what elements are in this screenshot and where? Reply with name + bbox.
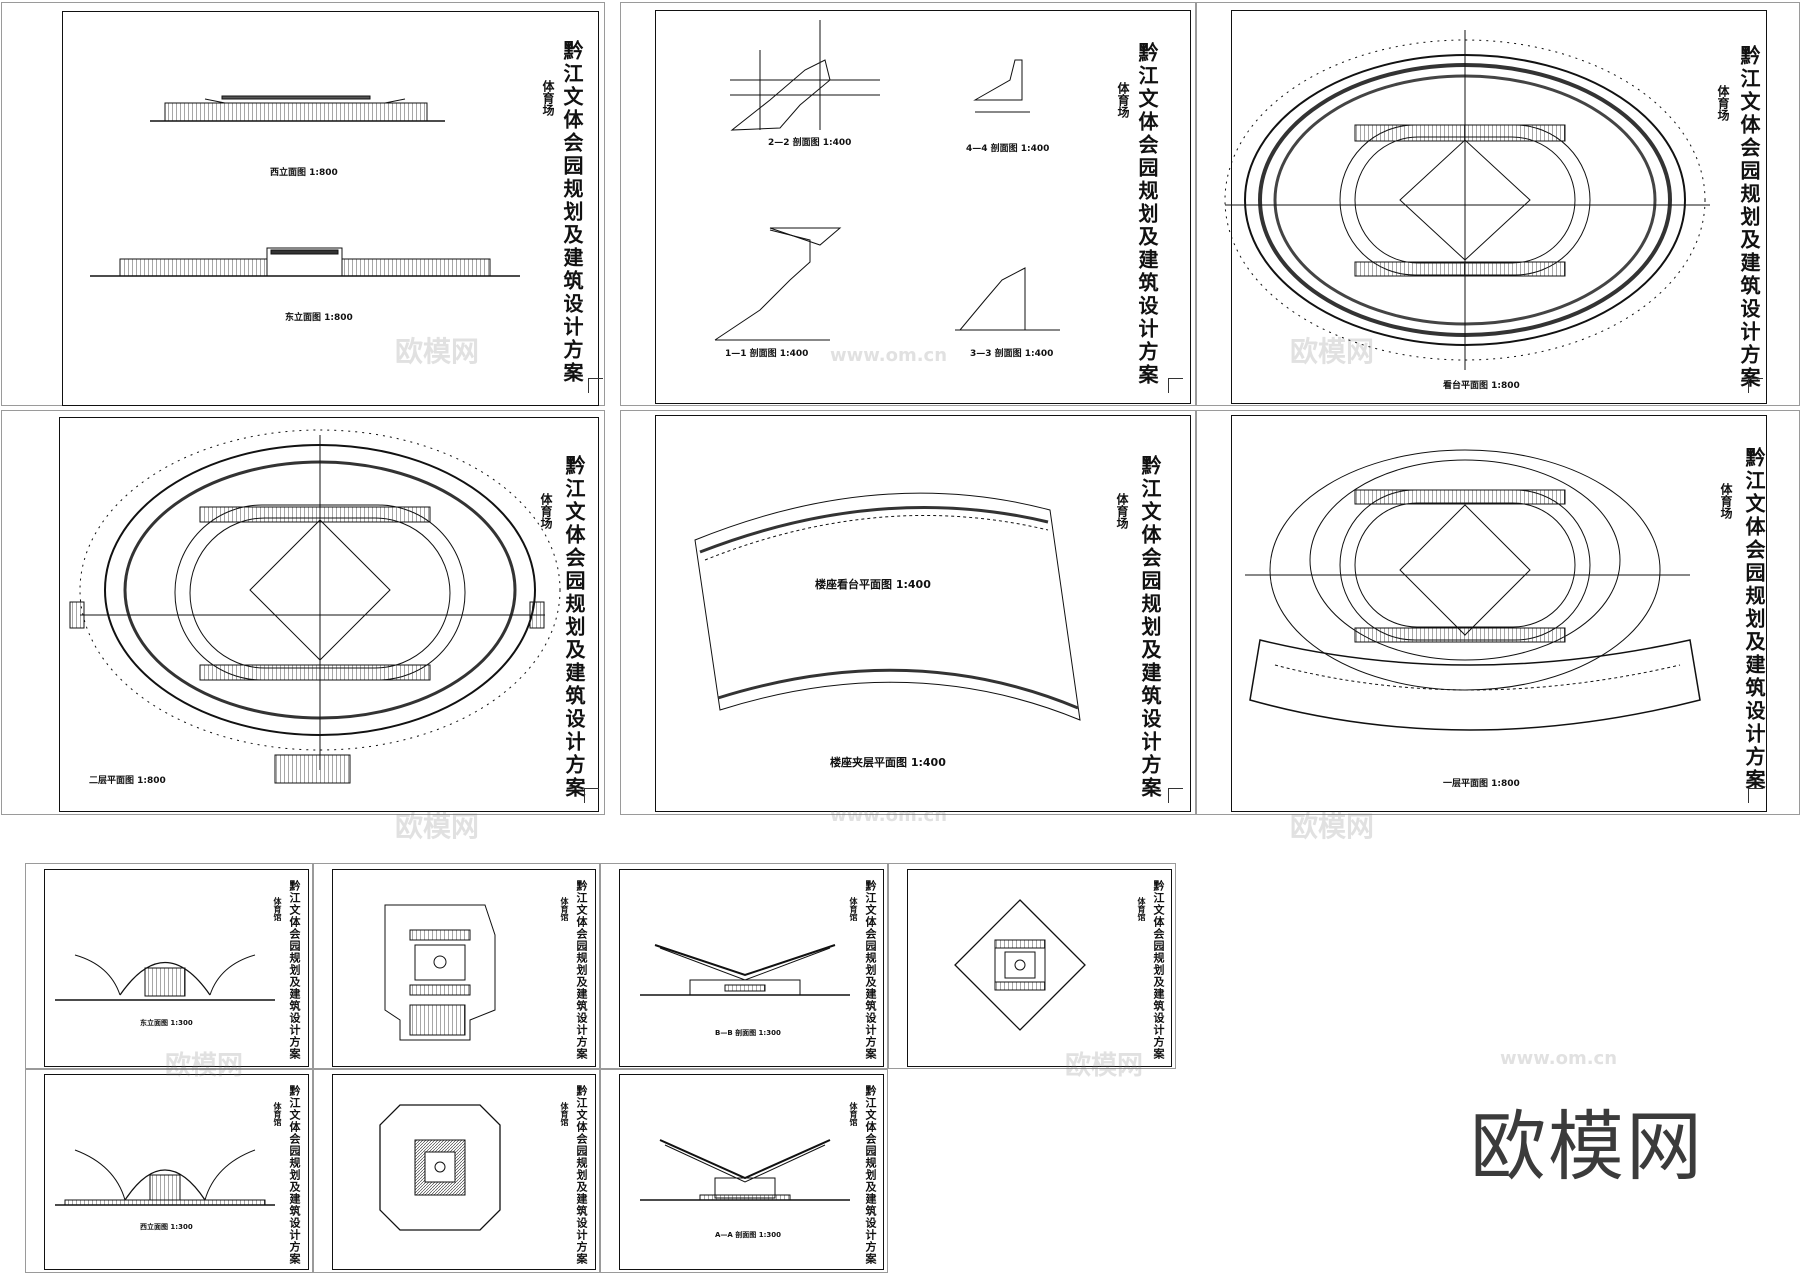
caption-mezzanine-floor: 楼座夹层平面图 1:400 [830,756,946,769]
caption-mezzanine-stand: 楼座看台平面图 1:400 [815,578,931,591]
sheet-gym-east-elevation [25,863,313,1069]
corner-mark [1748,378,1763,393]
project-title: 黔江文体会园规划及建筑设计方案 [864,1085,877,1265]
caption-section-22: 2—2 剖面图 1:400 [768,138,852,148]
project-subtitle: 体育馆 [849,1102,859,1126]
project-title: 黔江文体会园规划及建筑设计方案 [1135,42,1159,387]
project-subtitle: 体育场 [1116,82,1130,118]
project-subtitle: 体育馆 [273,897,283,921]
sheet-second-floor [1,410,605,815]
sheet-frame [655,10,1191,404]
sheet-gym-section-b [600,863,888,1069]
corner-mark [584,788,599,803]
caption-east-elevation: 东立面图 1:800 [285,313,353,323]
project-subtitle: 体育场 [1719,483,1733,519]
sheet-frame [619,1074,884,1270]
sheet-frame [62,11,599,406]
project-subtitle: 体育场 [1716,85,1730,121]
project-subtitle: 体育馆 [849,897,859,921]
sheet-mezzanine [620,410,1196,815]
corner-mark [588,378,603,393]
corner-mark [1168,378,1183,393]
project-subtitle: 体育场 [541,80,555,116]
project-subtitle: 体育馆 [560,1102,570,1126]
corner-mark [1748,788,1763,803]
project-title: 黔江文体会园规划及建筑设计方案 [575,1085,588,1265]
project-title: 黔江文体会园规划及建筑设计方案 [562,455,586,800]
project-title: 黔江文体会园规划及建筑设计方案 [1138,455,1162,800]
corner-mark [1168,788,1183,803]
project-title: 黔江文体会园规划及建筑设计方案 [864,880,877,1060]
project-subtitle: 体育馆 [1137,897,1147,921]
caption-gym-a-section: A—A 剖面图 1:300 [715,1231,781,1239]
brand-logo-text: 欧模网 [1470,1102,1704,1191]
sheet-first-floor [1196,410,1800,815]
sheet-gym-west-elevation [25,1069,313,1273]
sheet-stand-plan [1196,2,1800,406]
project-title: 黔江文体会园规划及建筑设计方案 [1737,45,1761,390]
sheet-frame [332,869,596,1067]
sheet-sections [620,2,1196,406]
caption-west-elevation: 西立面图 1:800 [270,168,338,178]
sheet-frame [44,1074,309,1270]
project-title: 黔江文体会园规划及建筑设计方案 [560,40,584,385]
sheet-frame [44,869,309,1067]
project-subtitle: 体育馆 [560,897,570,921]
caption-first-floor: 一层平面图 1:800 [1443,779,1520,789]
project-title: 黔江文体会园规划及建筑设计方案 [575,880,588,1060]
project-title: 黔江文体会园规划及建筑设计方案 [288,880,301,1060]
sheet-frame [332,1074,596,1270]
caption-section-33: 3—3 剖面图 1:400 [970,349,1054,359]
sheet-frame [1231,10,1767,404]
caption-section-11: 1—1 剖面图 1:400 [725,349,809,359]
sheet-frame [619,869,884,1067]
sheet-frame [655,415,1191,812]
project-subtitle: 体育馆 [273,1102,283,1126]
caption-gym-west: 西立面图 1:300 [140,1223,193,1231]
sheet-frame [59,417,599,812]
caption-gym-east: 东立面图 1:300 [140,1019,193,1027]
project-title: 黔江文体会园规划及建筑设计方案 [1152,880,1165,1060]
sheet-frame [907,869,1172,1067]
project-title: 黔江文体会园规划及建筑设计方案 [1742,447,1766,792]
project-subtitle: 体育场 [1115,493,1129,529]
caption-second-floor: 二层平面图 1:800 [89,776,166,786]
sheet-elevations [1,2,605,406]
project-title: 黔江文体会园规划及建筑设计方案 [288,1085,301,1265]
sheet-gym-section-a [600,1069,888,1273]
sheet-gym-roof-plan [888,863,1176,1069]
sheet-frame [1231,415,1767,812]
caption-stand-plan: 看台平面图 1:800 [1443,381,1520,391]
caption-section-44: 4—4 剖面图 1:400 [966,144,1050,154]
caption-gym-b-section: B—B 剖面图 1:300 [715,1029,781,1037]
project-subtitle: 体育场 [539,493,553,529]
